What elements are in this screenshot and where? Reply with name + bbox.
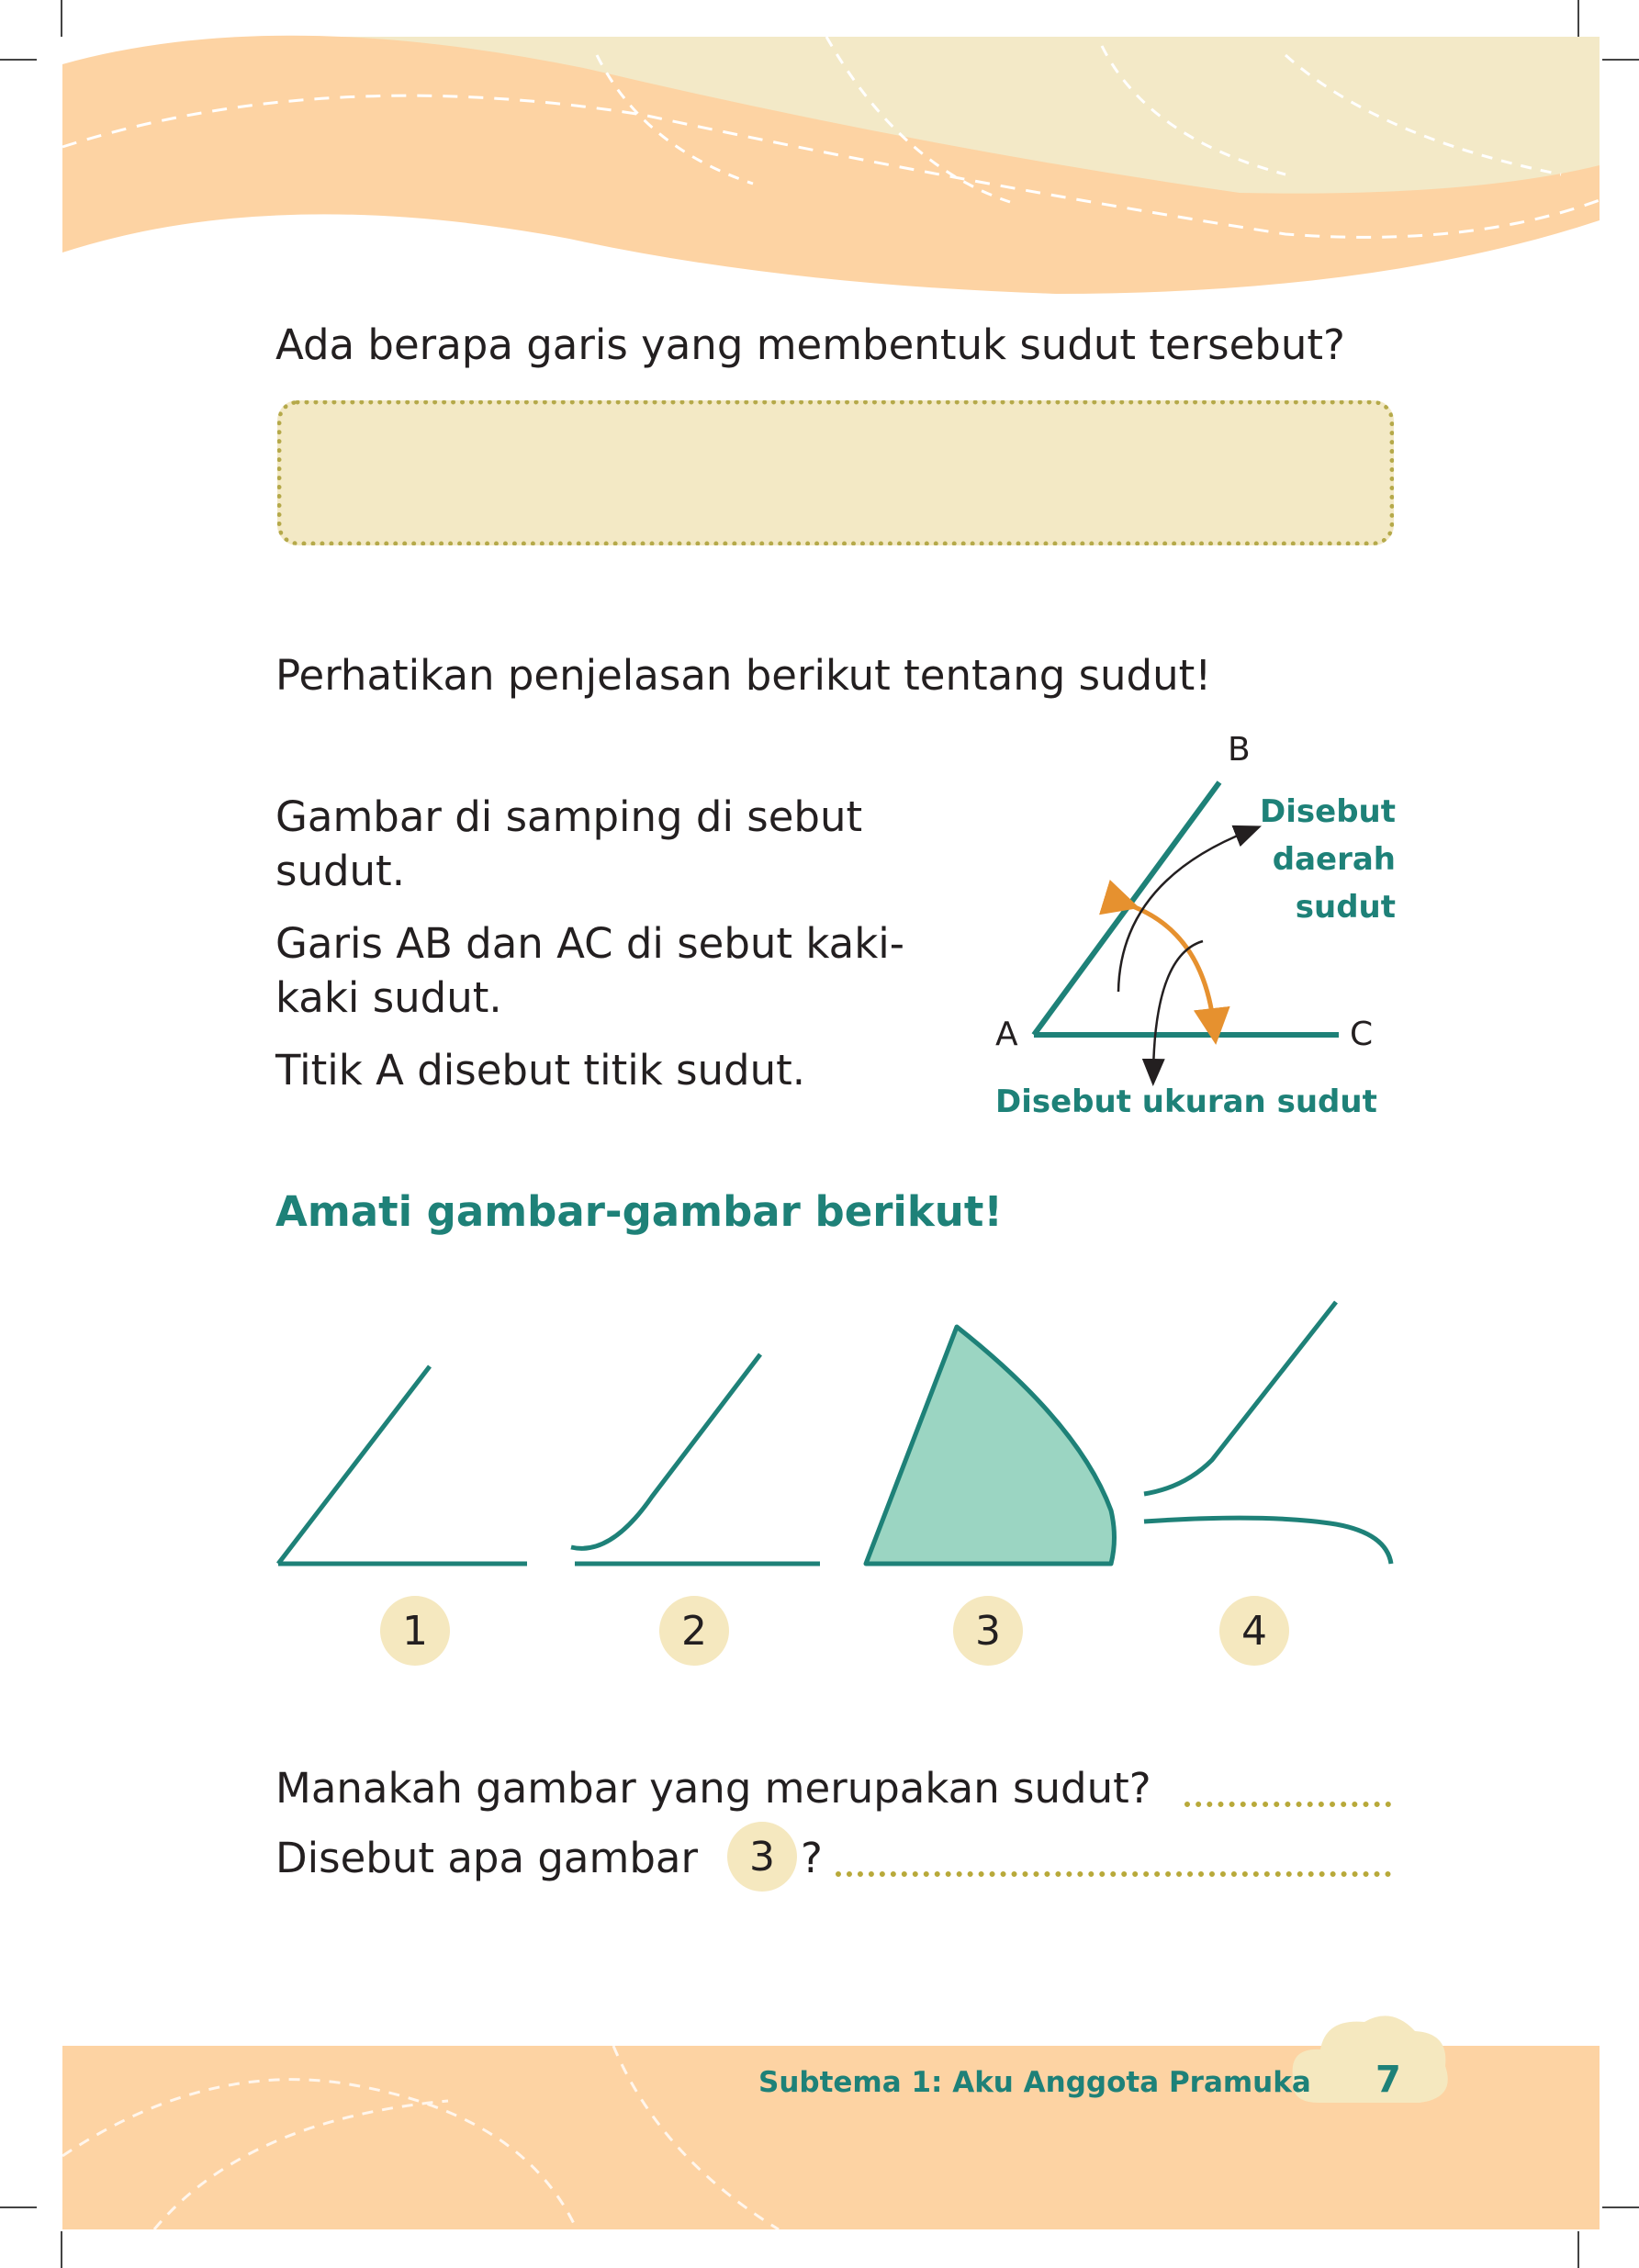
crop-mark <box>1602 2206 1639 2208</box>
header-decoration <box>62 35 1600 294</box>
crop-mark <box>1602 59 1639 61</box>
figure-number-2: 2 <box>659 1596 729 1666</box>
region-pointer-arrow <box>1117 825 1262 993</box>
angle-measure-arrow <box>1099 880 1230 1045</box>
crop-mark <box>0 59 37 61</box>
angle-diagram <box>1031 780 1339 1086</box>
question-name-suffix: ? <box>801 1834 823 1882</box>
footer-decoration <box>62 2046 780 2229</box>
figure-number-1: 1 <box>380 1596 450 1666</box>
crop-mark <box>1577 0 1579 37</box>
crop-mark <box>61 2231 62 2268</box>
answer-line-which[interactable] <box>1184 1802 1391 1807</box>
figure-number-4: 4 <box>1219 1596 1289 1666</box>
instruction-text: Perhatikan penjelasan berikut tentang su… <box>275 651 1212 700</box>
question-name-badge: 3 <box>727 1822 797 1892</box>
page-number: 7 <box>1375 2059 1401 2101</box>
footer-subtheme: Subtema 1: Aku Anggota Pramuka <box>758 2066 1311 2099</box>
figure-2 <box>570 1353 820 1566</box>
answer-line-name[interactable] <box>836 1871 1391 1877</box>
question-which-figure: Manakah gambar yang merupakan sudut? <box>275 1764 1151 1813</box>
note-region-line-1: Disebut <box>1260 793 1396 830</box>
measure-pointer-arrow <box>1141 939 1204 1086</box>
crop-mark <box>61 0 62 37</box>
note-region-line-3: sudut <box>1295 889 1396 926</box>
figure-4 <box>1143 1300 1394 1565</box>
observe-heading: Amati gambar-gambar berikut! <box>275 1187 1003 1236</box>
label-b: B <box>1228 731 1251 769</box>
question-name-prefix: Disebut apa gambar <box>275 1834 698 1882</box>
crop-mark <box>0 2206 37 2208</box>
explanation-paragraph-1: Gambar di samping di sebut sudut. <box>275 792 863 895</box>
cloud-icon <box>1292 2015 1448 2103</box>
figure-number-3: 3 <box>953 1596 1023 1666</box>
note-measure: Disebut ukuran sudut <box>995 1083 1377 1120</box>
explanation-paragraph-3: Titik A disebut titik sudut. <box>275 1046 806 1095</box>
figures-row <box>276 1300 1394 1566</box>
note-region: Disebut daerah sudut <box>1175 788 1396 931</box>
figure-3 <box>863 1324 1117 1566</box>
label-a: A <box>995 1016 1018 1053</box>
explanation-paragraph-2: Garis AB dan AC di sebut kaki-kaki sudut… <box>275 919 905 1022</box>
label-c: C <box>1350 1016 1374 1053</box>
question-line-count: Ada berapa garis yang membentuk sudut te… <box>275 320 1345 369</box>
crop-mark <box>1577 2231 1579 2268</box>
note-region-line-2: daerah <box>1272 841 1396 878</box>
figure-1 <box>276 1364 527 1566</box>
answer-box[interactable] <box>277 400 1394 545</box>
